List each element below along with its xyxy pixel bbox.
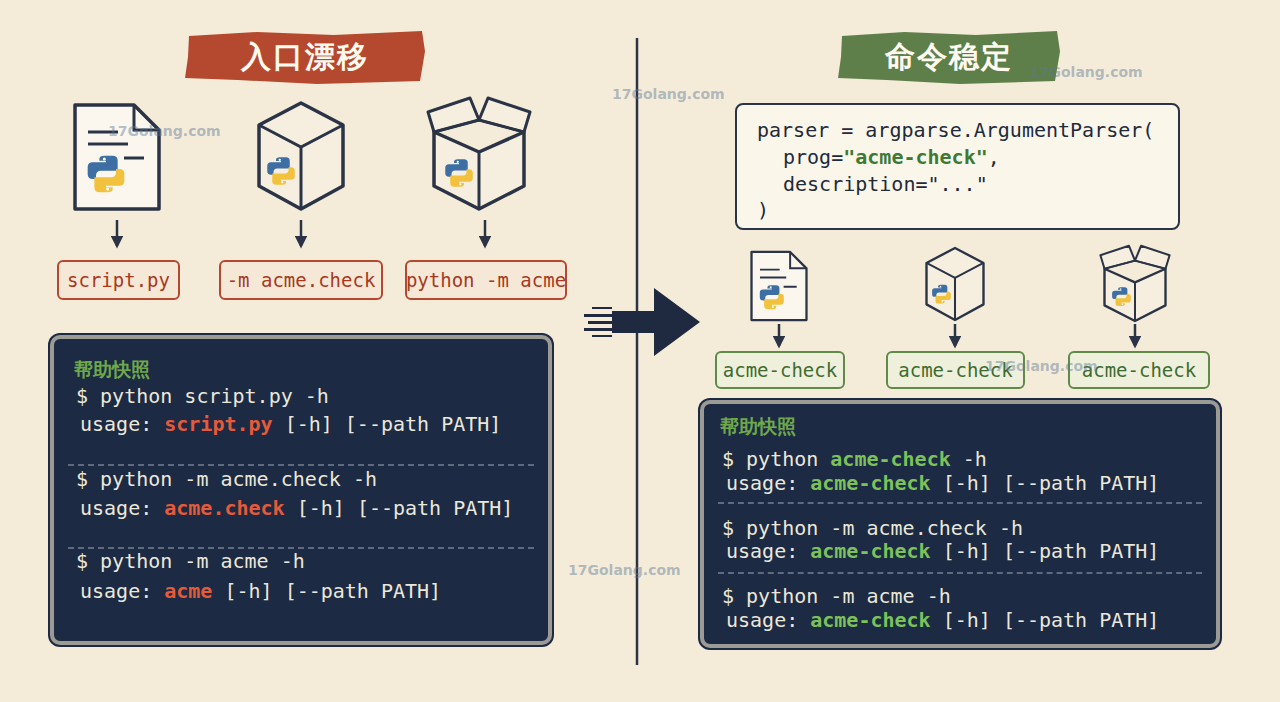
brush-shape (185, 31, 425, 84)
watermark: 17Golang.com (568, 562, 681, 578)
code-text: [-h] [--path PATH] (943, 539, 1160, 563)
text-line: usage: acme-check [-h] [--path PATH] (726, 470, 1159, 496)
text-line: prog="acme-check", (783, 144, 1000, 170)
banner-title: 命令稳定 (885, 37, 1013, 78)
text-line: ) (757, 197, 769, 223)
code-text: usage: (726, 539, 798, 563)
highlight-text: script.py (164, 412, 272, 436)
text-line: $ python -m acme.check -h (76, 466, 377, 492)
code-text: usage: (726, 608, 798, 632)
code-text: usage: (80, 579, 152, 603)
code-text: $ python -m acme -h (76, 549, 305, 573)
highlight-text: acme-check (810, 539, 930, 563)
text-line: $ python acme-check -h (722, 446, 987, 472)
code-text: $ python (722, 447, 818, 471)
entry-box: -m acme.check (219, 260, 383, 300)
title-banner: 命令稳定 (838, 30, 1060, 84)
text-line: usage: script.py [-h] [--path PATH] (80, 411, 501, 437)
terminal-panel: 帮助快照$ python script.py -h usage: script.py… (50, 335, 552, 645)
code-text: parser = argparse.ArgumentParser( (757, 118, 1154, 142)
box-label: script.py (67, 269, 170, 291)
box-label: acme-check (1082, 359, 1196, 381)
text-line: usage: acme.check [-h] [--path PATH] (80, 495, 513, 521)
highlight-text: acme (164, 579, 212, 603)
watermark: 17Golang.com (612, 86, 725, 102)
box-label: python -m acme (406, 269, 566, 291)
highlight-text: acme.check (164, 496, 284, 520)
code-text: ) (757, 198, 769, 222)
highlight-text: acme-check (810, 608, 930, 632)
dashed-separator (68, 547, 534, 549)
code-text: usage: (80, 412, 152, 436)
text-line: usage: acme-check [-h] [--path PATH] (726, 538, 1159, 564)
highlight-text: "acme-check" (843, 145, 988, 169)
text-line: $ python -m acme.check -h (722, 515, 1023, 541)
text-line: usage: acme-check [-h] [--path PATH] (726, 607, 1159, 633)
watermark: 17Golang.com (108, 123, 221, 139)
dashed-separator (718, 502, 1202, 504)
watermark: 17Golang.com (1030, 64, 1143, 80)
code-text: [-h] [--path PATH] (285, 412, 502, 436)
text-line: $ python -m acme -h (76, 548, 305, 574)
dashed-separator (68, 464, 534, 466)
code-text: -h (963, 447, 987, 471)
box-label: -m acme.check (227, 269, 376, 291)
brush-shape (838, 31, 1060, 84)
code-text: [-h] [--path PATH] (224, 579, 441, 603)
code-text: $ python -m acme.check -h (76, 467, 377, 491)
terminal-panel: 帮助快照$ pythonacme-check-husage:acme-check… (700, 400, 1220, 648)
banner-title: 入口漂移 (241, 37, 369, 78)
text-line: usage: acme [-h] [--path PATH] (80, 578, 441, 604)
highlight-text: acme-check (830, 447, 950, 471)
code-text: , (988, 145, 1000, 169)
code-text: usage: (726, 471, 798, 495)
code-text: prog= (783, 145, 843, 169)
code-box: parser = argparse.ArgumentParser(prog="a… (735, 103, 1180, 230)
text-line: parser = argparse.ArgumentParser( (757, 117, 1154, 143)
text-line: $ python -m acme -h (722, 583, 951, 609)
highlight-text: acme-check (810, 471, 930, 495)
code-text: [-h] [--path PATH] (297, 496, 514, 520)
panel-title: 帮助快照 (74, 357, 150, 383)
box-label: acme-check (723, 359, 837, 381)
watermark: 17Golang.com (985, 358, 1098, 374)
code-text: usage: (80, 496, 152, 520)
title-banner: 入口漂移 (185, 30, 425, 84)
text-line: $ python script.py -h (76, 383, 329, 409)
command-box: acme-check (715, 351, 845, 389)
code-text: $ python -m acme.check -h (722, 516, 1023, 540)
dashed-separator (718, 572, 1202, 574)
code-text: [-h] [--path PATH] (943, 608, 1160, 632)
entry-box: python -m acme (405, 260, 567, 300)
code-text: $ python -m acme -h (722, 584, 951, 608)
entry-box: script.py (57, 260, 180, 300)
text-line: description="..." (783, 171, 988, 197)
code-text: [-h] [--path PATH] (943, 471, 1160, 495)
panel-title: 帮助快照 (720, 414, 796, 440)
code-text: description="..." (783, 172, 988, 196)
code-text: $ python script.py -h (76, 384, 329, 408)
